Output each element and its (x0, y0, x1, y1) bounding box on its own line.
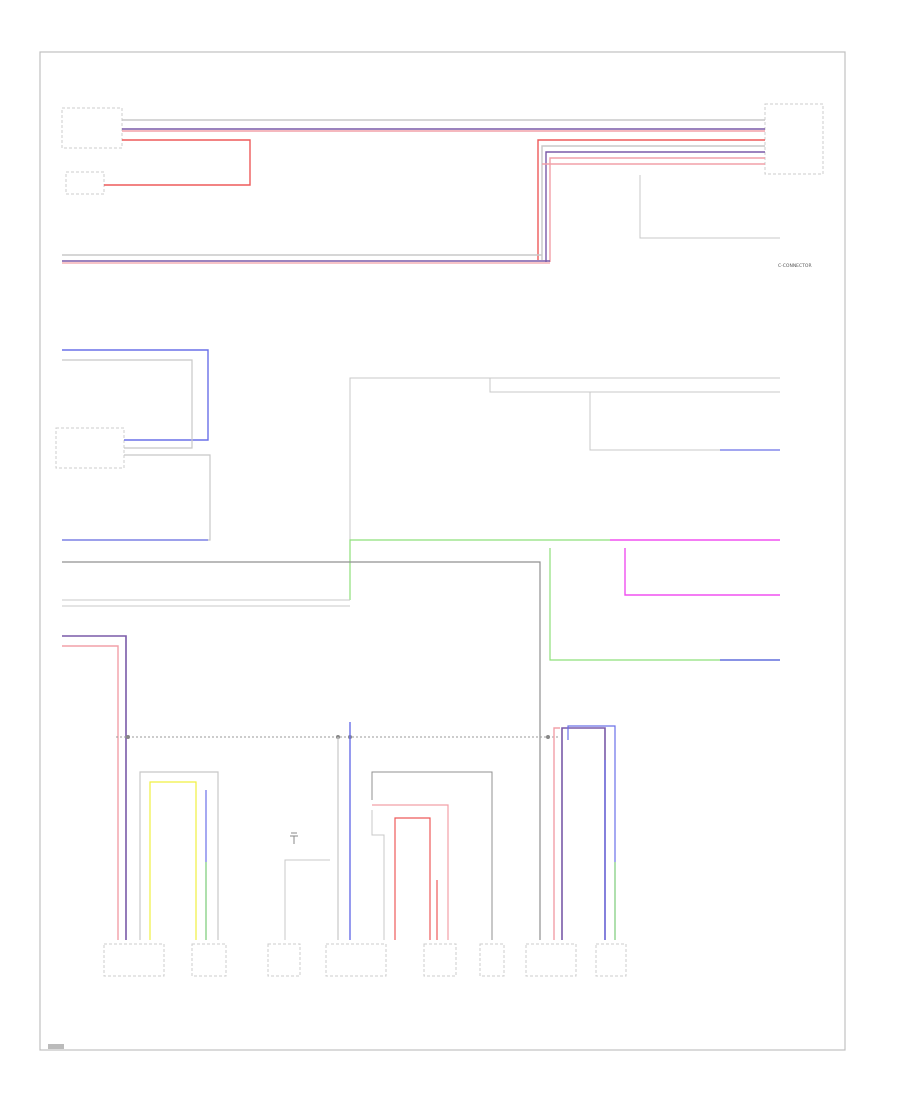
wire-green-drop (549, 548, 780, 661)
wire-darkgray-u (371, 771, 493, 940)
wire-pink-right (549, 157, 765, 262)
wire-yellow-u (149, 781, 197, 940)
footer-page-ref (48, 1044, 64, 1049)
wire-red-loop (104, 139, 251, 186)
wire-purple-right (545, 151, 765, 262)
wire-magenta-drop (624, 548, 780, 596)
component-box-6 (479, 943, 505, 977)
component-box-4 (325, 943, 387, 977)
wire-gray-u-1 (139, 771, 219, 940)
wire-green-top (349, 539, 610, 600)
wire-pink-center (372, 804, 449, 940)
module-box-top-left (61, 107, 123, 149)
wire-gray-right (541, 145, 765, 260)
module-box-middle-left (55, 427, 125, 469)
ground-icon (290, 832, 298, 844)
component-box-1 (103, 943, 165, 977)
component-box-2 (191, 943, 227, 977)
component-box-5 (423, 943, 457, 977)
splice-dot-4 (546, 735, 550, 739)
wire-red-center (394, 817, 431, 940)
module-box-top-right (764, 103, 824, 175)
wire-blue-left-loop (62, 349, 209, 441)
wire-gray-stub-right (639, 175, 780, 239)
wire-red-right (537, 139, 765, 260)
component-box-8 (595, 943, 627, 977)
wire-pink-lower-left (62, 645, 119, 940)
component-box-7 (525, 943, 577, 977)
wire-gray-middle-long (349, 377, 780, 600)
diagram-frame (39, 51, 846, 1051)
wire-gray-middle-3 (589, 392, 780, 451)
wire-purple-lower-left (62, 635, 127, 940)
wire-darkgray-main (62, 561, 541, 940)
wire-gray-ground (284, 859, 330, 940)
wire-pink-right-cluster (553, 727, 560, 940)
wire-blue-right-cluster-2 (567, 725, 616, 940)
splice-dot-1 (126, 735, 130, 739)
wire-gray-middle-2 (489, 378, 780, 393)
wire-purple-right-cluster (561, 727, 606, 940)
module-box-sensor (65, 171, 105, 195)
component-box-3 (267, 943, 301, 977)
wire-gray-center-2 (371, 810, 385, 940)
connector-label-top-right: C-CONNECTOR (778, 263, 812, 269)
wire-gray-left-loop (62, 359, 193, 449)
